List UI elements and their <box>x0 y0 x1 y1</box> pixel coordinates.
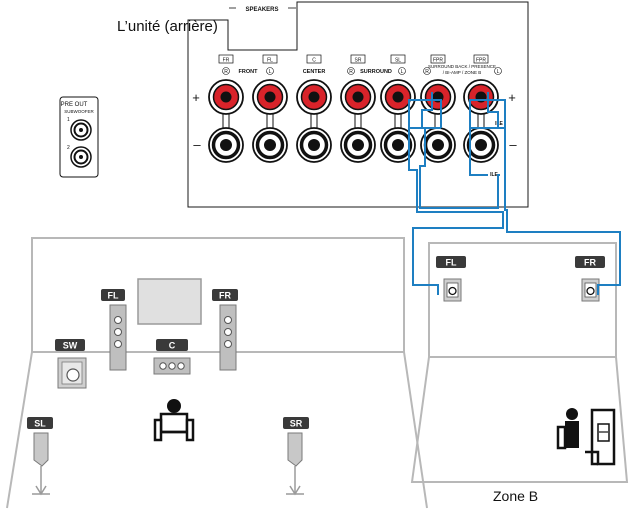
terminal-c-positive <box>296 79 332 115</box>
group-surround-back-label: SURROUND BACK / PRESENCE <box>428 64 496 69</box>
label-c-text: C <box>169 341 176 351</box>
label-sl: SL <box>27 417 53 429</box>
speaker-fr-tower <box>219 304 237 371</box>
preout-jack-1 <box>70 119 92 141</box>
preout-sublabel: SUBWOOFER <box>64 109 94 114</box>
listener-icon <box>153 399 195 442</box>
terminal-fr-negative <box>208 127 244 163</box>
terminal-fr <box>208 79 244 163</box>
terminal-c-negative <box>296 127 332 163</box>
label-sw-text: SW <box>63 341 78 351</box>
terminal-codes: FR FL C SR SL FPR FPR <box>218 54 489 64</box>
zone-b-wiring <box>408 92 621 295</box>
terminal-fpr-positive <box>420 79 456 115</box>
zone-b-label-fl: FL <box>436 256 466 268</box>
minus-label-right: – <box>509 137 517 152</box>
speaker-subwoofer <box>57 357 87 389</box>
group-surround-back-label-2: / BI-AMP / ZONE B <box>443 70 481 75</box>
preout-ch1-label: 1 <box>67 117 70 123</box>
label-fl: FL <box>101 289 125 301</box>
label-fr: FR <box>212 289 238 301</box>
code-sl: SL <box>395 58 401 64</box>
plus-label-left: + <box>192 90 200 105</box>
speaker-fl-tower <box>109 304 127 371</box>
zone-b-label-fr-text: FR <box>584 258 596 268</box>
terminal-sr <box>340 79 376 163</box>
code-fl: FL <box>267 58 273 64</box>
speaker-sr <box>286 432 304 496</box>
speakers-header: SPEAKERS <box>245 7 278 13</box>
terminal-fpr-negative <box>420 127 456 163</box>
terminal-sl-positive <box>380 79 416 115</box>
zone-b-caption: Zone B <box>493 488 539 504</box>
label-c: C <box>156 339 188 351</box>
terminal-fl-negative <box>252 127 288 163</box>
label-fl-text: FL <box>108 291 119 301</box>
label-sr-text: SR <box>290 419 303 429</box>
minus-label-left: – <box>193 137 201 152</box>
code-fpl: FPR <box>476 58 486 64</box>
preout-label: PRE OUT <box>61 102 88 108</box>
terminal-fr-positive <box>208 79 244 115</box>
terminal-sr-positive <box>340 79 376 115</box>
main-room: FL FR SW C SL SR <box>6 233 428 509</box>
label-sl-text: SL <box>34 419 46 429</box>
page-title: L’unité (arrière) <box>117 18 218 35</box>
speaker-sl <box>32 432 50 496</box>
group-front-label: FRONT <box>239 69 259 75</box>
truncated-label: ILE <box>495 121 503 127</box>
terminal-sr-negative <box>340 127 376 163</box>
indicator-sl: L <box>401 69 404 75</box>
code-fr: FR <box>223 58 230 64</box>
indicator-fr: R <box>224 69 228 75</box>
wire-fpl-positive <box>487 92 499 128</box>
terminal-sl <box>380 79 416 163</box>
subwoofer-preout-panel: PRE OUT SUBWOOFER 1 2 <box>59 96 99 178</box>
code-fpr: FPR <box>433 58 443 64</box>
label-fr-text: FR <box>219 291 231 301</box>
speaker-center <box>153 357 191 375</box>
plus-label-right: + <box>508 90 516 105</box>
indicator-fpl: L <box>497 69 500 75</box>
zone-b-speaker-fr <box>581 278 600 302</box>
zone-b-chair-icon <box>585 408 616 466</box>
label-sr: SR <box>283 417 309 429</box>
channel-indicators: R L R L R L <box>222 67 502 75</box>
indicator-fpr: R <box>425 69 429 75</box>
group-center-label: CENTER <box>303 69 326 75</box>
terminal-fl <box>252 79 288 163</box>
wire-fpr-positive <box>421 92 433 128</box>
preout-ch2-label: 2 <box>67 145 70 151</box>
zone-b-label-fr: FR <box>575 256 605 268</box>
zone-b-room: FL FR <box>410 238 630 483</box>
zone-b-label-fl-text: FL <box>446 258 457 268</box>
indicator-fl: L <box>269 69 272 75</box>
truncated-label-lower: ILE <box>490 172 498 178</box>
code-c: C <box>312 58 316 64</box>
tv-screen <box>137 278 202 325</box>
zone-b-listener-icon <box>556 408 579 450</box>
code-sr: SR <box>355 58 362 64</box>
terminal-fpr <box>420 79 456 163</box>
indicator-sr: R <box>349 69 353 75</box>
zone-b-speaker-fl <box>443 278 462 302</box>
group-surround-label: SURROUND <box>360 69 392 75</box>
preout-jack-2 <box>70 146 92 168</box>
label-sw: SW <box>55 339 85 351</box>
terminal-c <box>296 79 332 163</box>
terminal-fpl-negative <box>463 127 499 163</box>
terminal-block <box>208 79 499 163</box>
speakers-panel: SPEAKERS FR FL C SR SL FPR FPR R L <box>187 1 529 208</box>
terminal-fl-positive <box>252 79 288 115</box>
terminal-sl-negative <box>380 127 416 163</box>
